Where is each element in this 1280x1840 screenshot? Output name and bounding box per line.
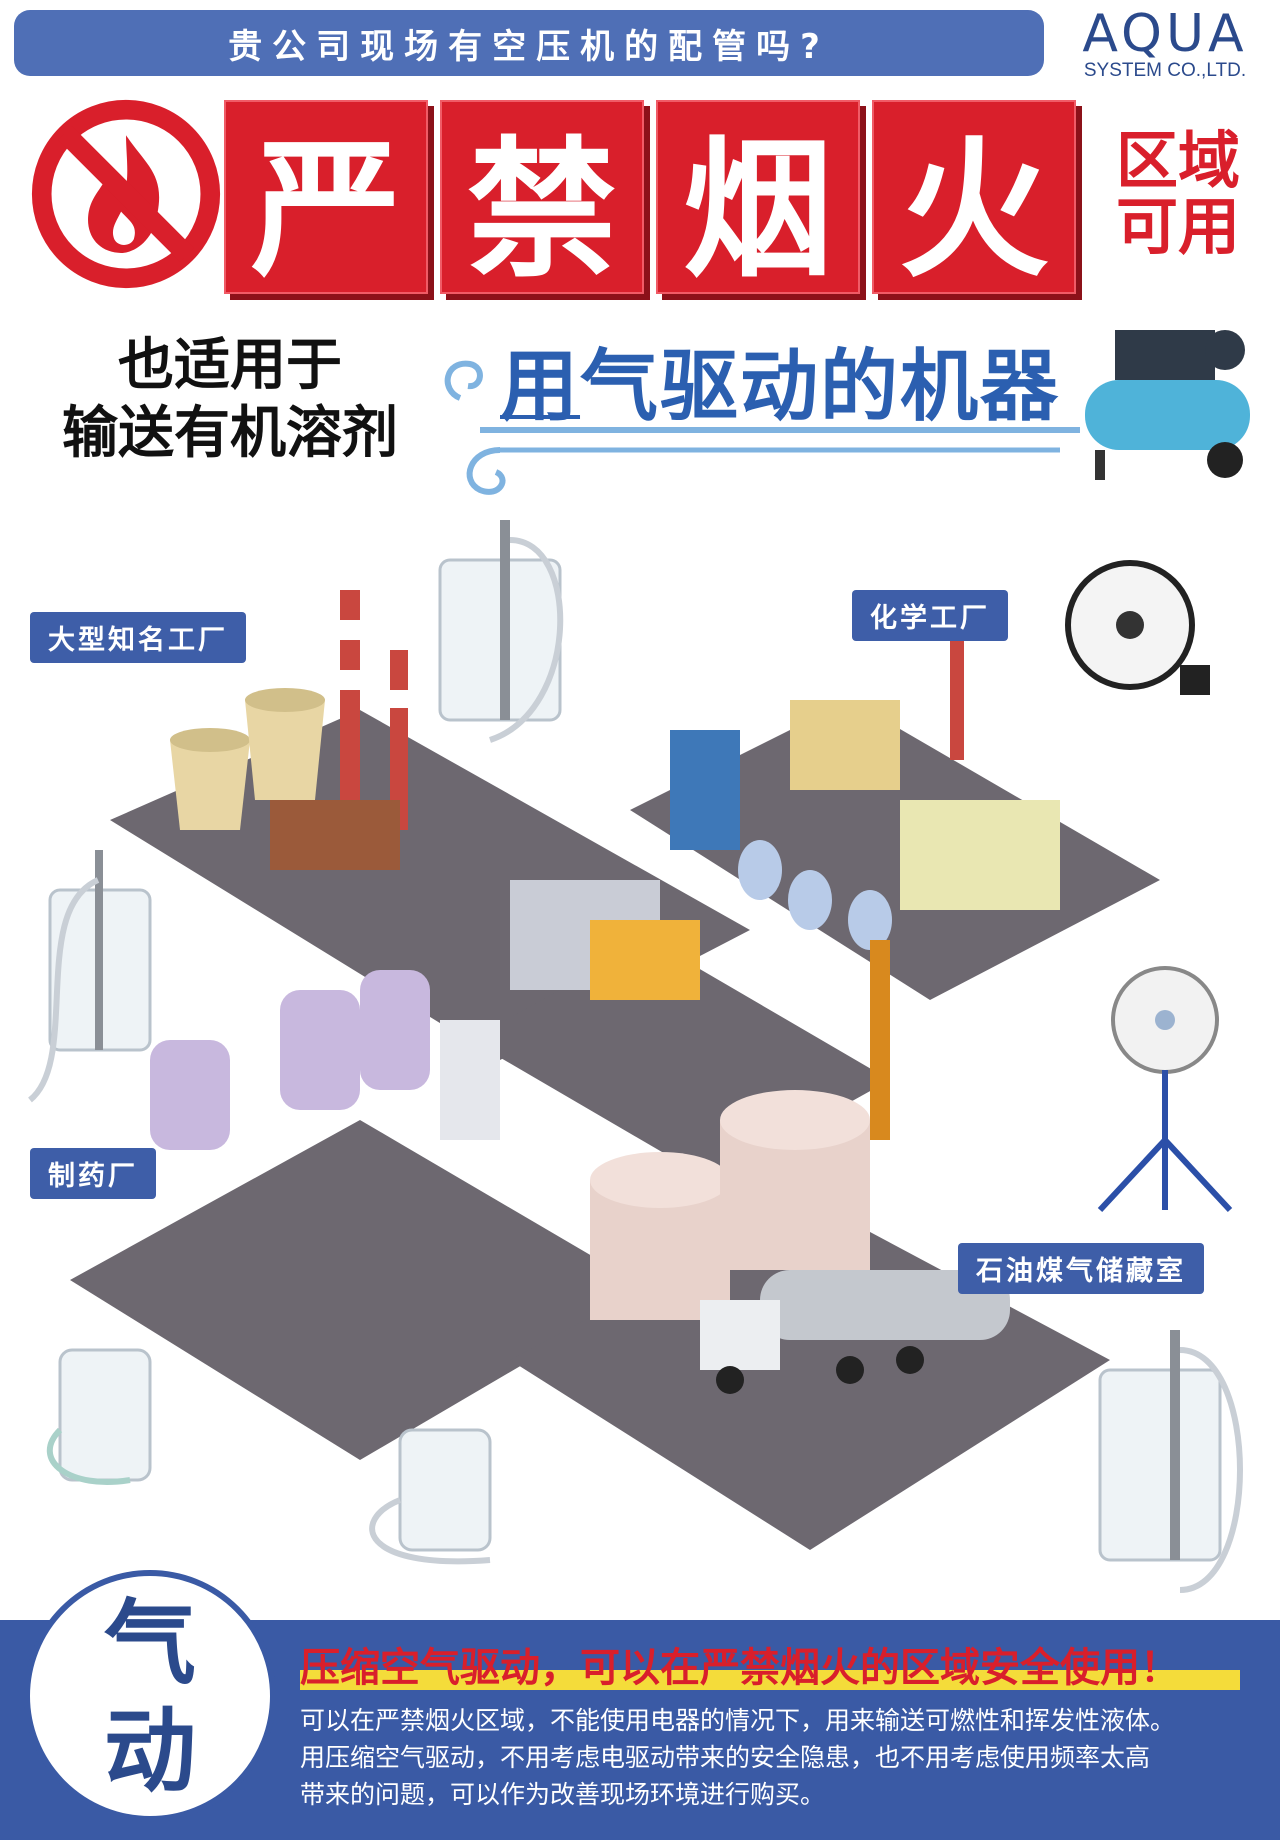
brand-logo: AQUA SYSTEM CO.,LTD. [1065, 8, 1265, 88]
bottom-headline-text: 压缩空气驱动，可以在严禁烟火的区域安全使用！ [300, 1645, 1180, 1691]
top-banner: 贵公司现场有空压机的配管吗? [14, 10, 1044, 76]
brand-name: AQUA [1082, 4, 1248, 64]
vacuum-pump-icon [369, 1428, 492, 1565]
brand-subtitle: SYSTEM CO.,LTD. [1083, 60, 1247, 81]
wind-swirl-icon [444, 360, 1080, 495]
also-applicable-text: 也适用于 输送有机溶剂 [20, 332, 440, 468]
headline-char-3: 烟 [656, 100, 860, 298]
drum-pump-icon [1098, 1330, 1243, 1593]
standing-fan-icon [1097, 966, 1233, 1213]
headline-char-4: 火 [872, 100, 1076, 298]
badge-line-2: 动 [103, 1698, 196, 1805]
usable-line-2: 可用 [1115, 190, 1240, 263]
headline-char-2: 禁 [440, 100, 644, 298]
description-line-2: 用压缩空气驱动，不用考虑电驱动带来的安全隐患，也不用考虑使用频率太高 [300, 1743, 1151, 1772]
air-driven-title: 用气驱动的机器 [500, 324, 1080, 436]
description-line-1: 可以在严禁烟火区域，不能使用电器的情况下，用来输送可燃性和挥发性液体。 [300, 1706, 1176, 1735]
banner-text: 贵公司现场有空压机的配管吗? [228, 26, 830, 67]
air-compressor-icon [1085, 330, 1250, 480]
also-line-2: 输送有机溶剂 [62, 401, 398, 466]
label-pharma-plant: 制药厂 [30, 1148, 156, 1199]
usable-line-1: 区域 [1115, 124, 1240, 197]
badge-line-1: 气 [103, 1590, 196, 1697]
wall-fan-icon [1065, 560, 1210, 695]
drum-pump-icon [27, 850, 152, 1103]
no-fire-icon [31, 99, 221, 289]
air-title-rest: 气驱动的机器 [580, 342, 1061, 432]
description-line-3: 带来的问题，可以作为改善现场环境进行购买。 [300, 1780, 826, 1809]
bottom-headline: 压缩空气驱动，可以在严禁烟火的区域安全使用！ [300, 1638, 1240, 1691]
industrial-scene-illustration [70, 590, 1160, 1550]
label-chemical-plant: 化学工厂 [852, 590, 1008, 641]
label-oil-gas-storage: 石油煤气储藏室 [958, 1243, 1204, 1294]
pneumatic-badge: 气 动 [24, 1570, 276, 1822]
label-major-factory: 大型知名工厂 [30, 612, 246, 663]
headline-char-1: 严 [224, 100, 428, 298]
bottom-description: 可以在严禁烟火区域，不能使用电器的情况下，用来输送可燃性和挥发性液体。 用压缩空… [300, 1702, 1260, 1813]
vacuum-pump-icon [46, 1348, 152, 1485]
drum-pump-icon [438, 520, 564, 743]
also-line-1: 也适用于 [118, 333, 342, 398]
air-title-first: 用 [500, 342, 581, 432]
usable-area-text: 区域 可用 [1098, 128, 1258, 260]
